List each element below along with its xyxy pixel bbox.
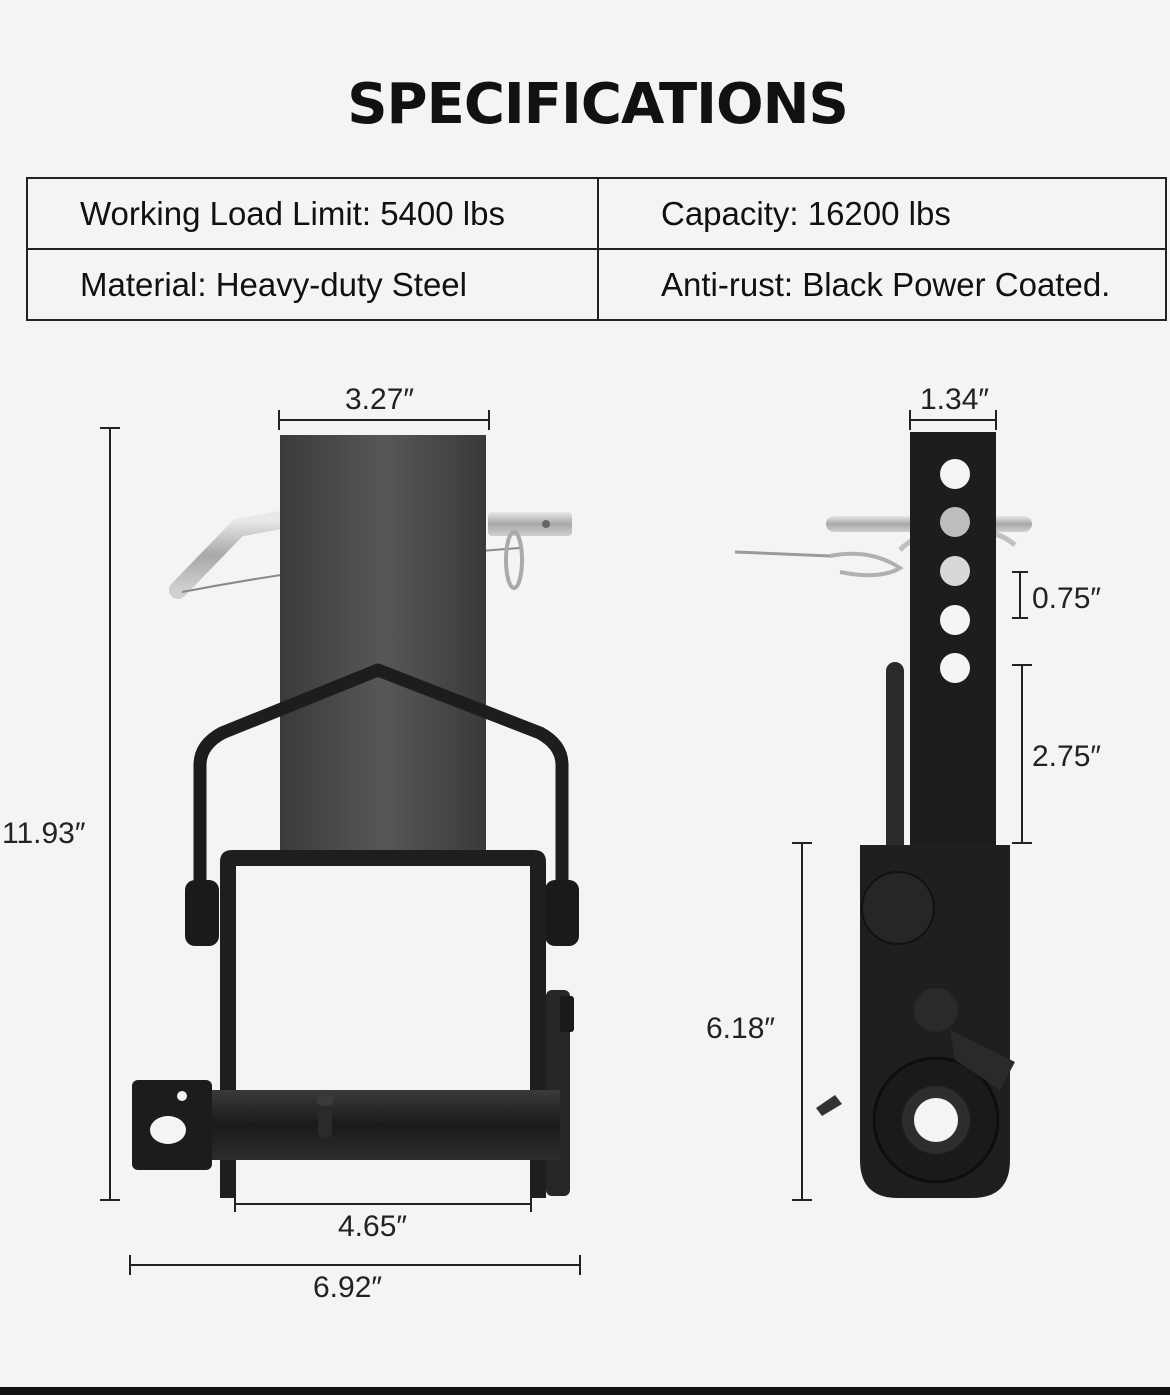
dimension-front-total-width: 6.92″ [129, 1255, 581, 1304]
side-view: 1.34″ 0.75″ 2.75″ 6.18″ [706, 383, 1101, 1201]
handle-bail-icon [193, 663, 569, 905]
spec-cell-material: Material: Heavy-duty Steel [26, 248, 599, 321]
dimension-hole-spacing: 0.75″ [1012, 571, 1101, 619]
spec-cell-working-load-limit: Working Load Limit: 5400 lbs [26, 177, 599, 250]
specifications-table: Working Load Limit: 5400 lbs Capacity: 1… [26, 177, 1167, 321]
front-view: 3.27″ 11.93″ 4.65″ 6.92″ [2, 383, 581, 1304]
dimension-label: 11.93″ [2, 817, 86, 850]
dimension-side-lower-height: 6.18″ [706, 842, 812, 1201]
dimension-front-width-top: 3.27″ [278, 383, 490, 430]
hole [940, 605, 970, 635]
dimension-label: 4.65″ [338, 1210, 407, 1243]
bottom-bar [0, 1387, 1170, 1395]
spec-cell-anti-rust: Anti-rust: Black Power Coated. [597, 248, 1167, 321]
dimension-label: 0.75″ [1032, 582, 1101, 615]
dimension-label: 6.92″ [313, 1271, 382, 1304]
dimension-label: 6.18″ [706, 1012, 775, 1045]
page-title: SPECIFICATIONS [347, 72, 849, 137]
dimension-label: 2.75″ [1032, 740, 1101, 773]
dimension-hole-span: 2.75″ [1012, 664, 1101, 844]
winch-shaft [200, 1090, 560, 1160]
spec-cell-capacity: Capacity: 16200 lbs [597, 177, 1167, 250]
table-row: Material: Heavy-duty Steel Anti-rust: Bl… [26, 248, 1167, 321]
table-row: Working Load Limit: 5400 lbs Capacity: 1… [26, 177, 1167, 250]
hole [940, 459, 970, 489]
hole [940, 556, 970, 586]
dimension-front-height: 11.93″ [2, 427, 120, 1201]
receiver-tube [280, 435, 486, 855]
hole [940, 507, 970, 537]
dimension-front-inner-width: 4.65″ [234, 1196, 532, 1243]
dimension-label: 3.27″ [345, 383, 414, 416]
ratchet-gear-icon [816, 988, 1015, 1184]
hole [940, 653, 970, 683]
dimension-label: 1.34″ [920, 383, 989, 416]
side-bar-upper [910, 432, 996, 847]
dimension-side-width: 1.34″ [909, 383, 997, 430]
